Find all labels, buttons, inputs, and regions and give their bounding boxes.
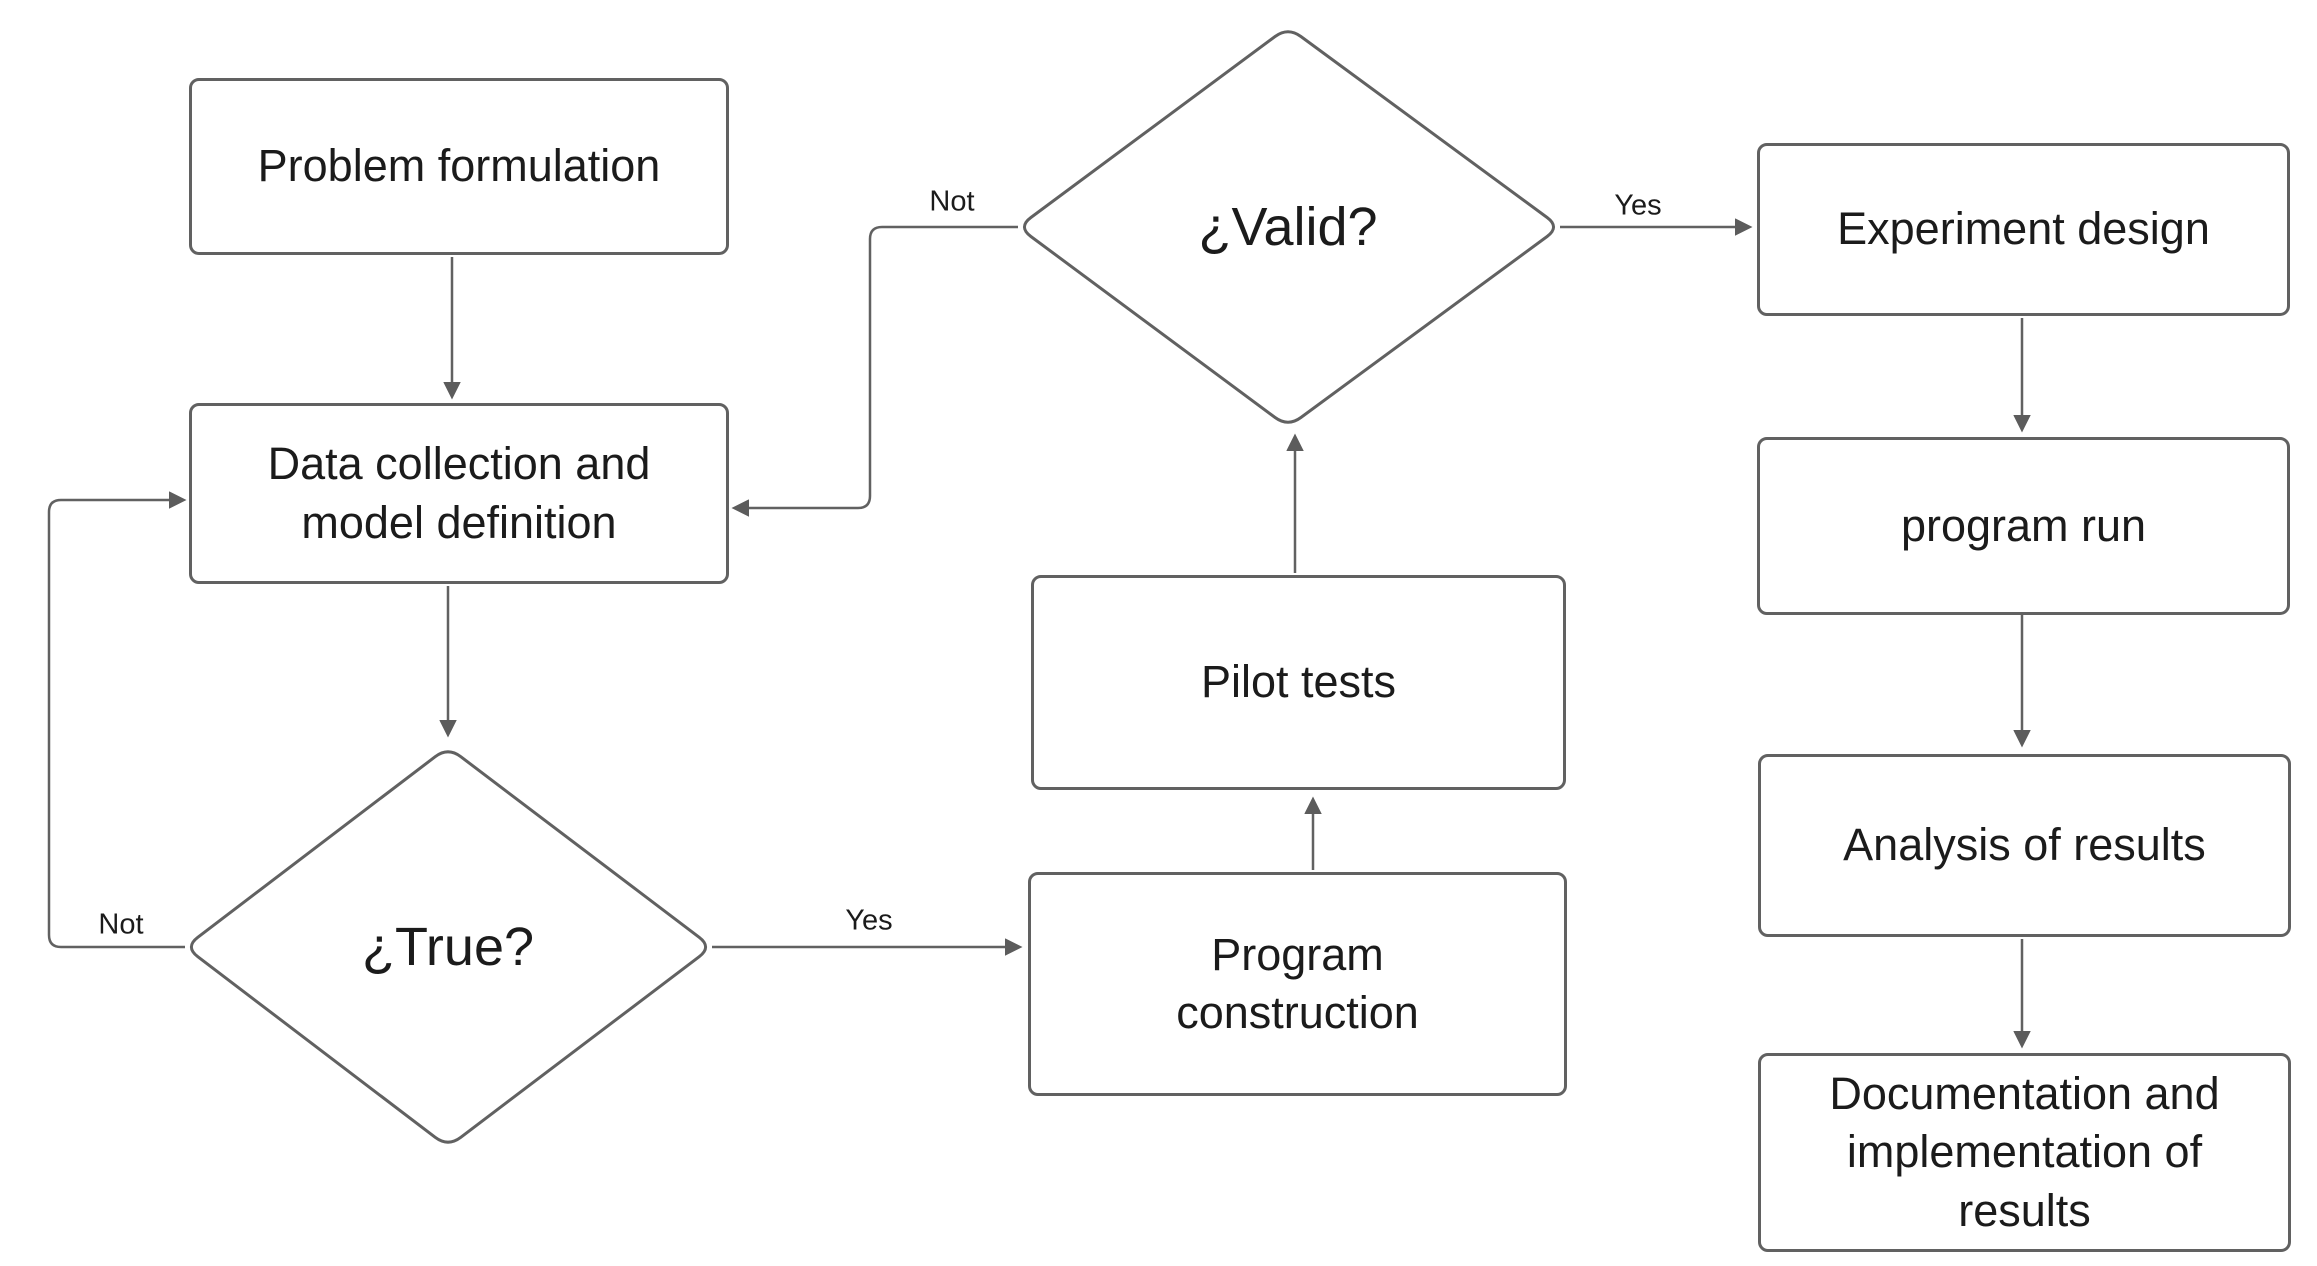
node-documentation: Documentation and implementation of resu… — [1758, 1053, 2291, 1252]
edge-true-not-loop — [47, 491, 187, 949]
node-program-construction-label: Program construction — [1176, 928, 1419, 1039]
valid-decision-diamond — [1022, 30, 1556, 424]
edge-label-true-not: Not — [94, 908, 148, 942]
node-documentation-label: Documentation and implementation of resu… — [1829, 1067, 2220, 1236]
node-experiment-design-label: Experiment design — [1837, 203, 2210, 255]
true-decision-label: ¿True? — [361, 917, 535, 977]
node-program-run: program run — [1757, 437, 2290, 615]
edge-valid-not — [731, 225, 1018, 517]
edge-label-true-yes: Yes — [841, 904, 897, 938]
node-pilot-tests-label: Pilot tests — [1200, 656, 1397, 708]
node-analysis-of-results: Analysis of results — [1758, 754, 2291, 937]
node-problem-formulation-label: Problem formulation — [257, 140, 661, 192]
edge-label-valid-yes: Yes — [1610, 189, 1666, 223]
node-analysis-of-results-label: Analysis of results — [1843, 819, 2206, 871]
true-decision-diamond — [189, 750, 708, 1144]
node-experiment-design: Experiment design — [1757, 143, 2290, 316]
node-program-construction: Program construction — [1028, 872, 1567, 1096]
node-data-collection: Data collection and model definition — [189, 403, 729, 584]
node-data-collection-label: Data collection and model definition — [267, 438, 651, 548]
valid-decision-label: ¿Valid? — [1198, 197, 1378, 257]
node-program-run-label: program run — [1900, 499, 2147, 551]
edge-label-valid-not: Not — [925, 185, 979, 219]
node-pilot-tests: Pilot tests — [1031, 575, 1566, 790]
node-problem-formulation: Problem formulation — [189, 78, 729, 255]
